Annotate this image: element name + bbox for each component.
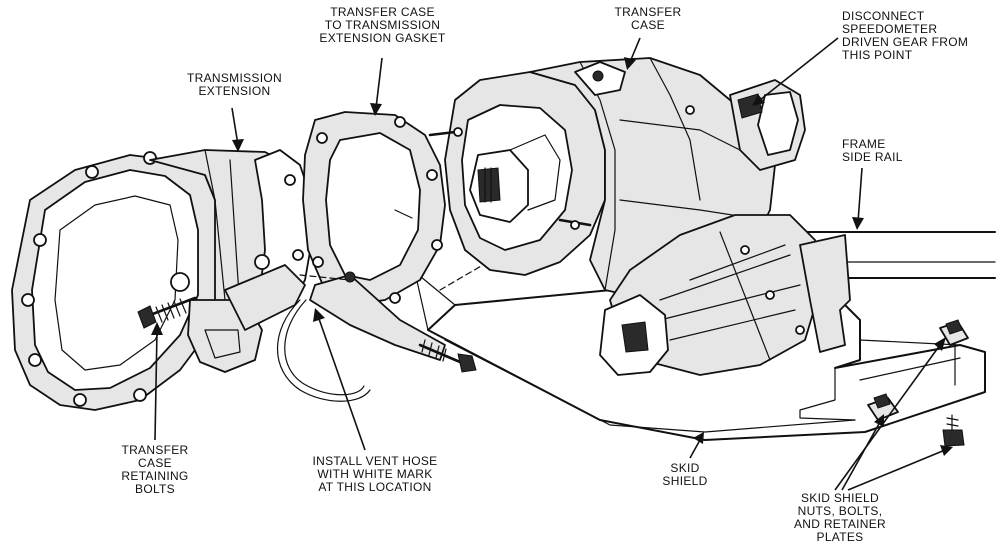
label-line: EXTENSION [198,84,271,98]
label-line: AT THIS LOCATION [318,480,432,494]
transmission-extension [11,149,313,411]
label-line: SKID [670,461,700,475]
label-line: SKID SHIELD [801,491,879,505]
vent-hose [277,271,446,402]
skid-shield-hardware [867,319,969,447]
label-line: TRANSFER [614,5,682,19]
label-line: AND RETAINER [793,517,887,531]
retaining-bolt-left [137,296,197,329]
label-line: CASE [138,456,172,470]
label-vent-hose: INSTALL VENT HOSE WITH WHITE MARK AT THI… [295,455,455,494]
label-line: THIS POINT [842,48,913,62]
transfer-case-gasket [302,111,446,306]
label-line: WITH WHITE MARK [317,467,433,481]
label-line: SIDE RAIL [842,150,903,164]
label-line: DRIVEN GEAR FROM [842,35,969,49]
label-line: TRANSFER [121,443,189,457]
label-line: TRANSMISSION [187,71,282,85]
label-gasket: TRANSFER CASE TO TRANSMISSION EXTENSION … [305,6,460,45]
label-skid-hardware: SKID SHIELD NUTS, BOLTS, AND RETAINER PL… [780,492,900,544]
label-line: TO TRANSMISSION [324,18,441,32]
label-line: PLATES [816,530,864,544]
retaining-bolt-center [418,339,477,373]
label-line: BOLTS [135,482,175,496]
label-line: TRANSFER CASE [330,5,435,19]
transfer-case [428,57,851,376]
label-line: RETAINING [121,469,189,483]
label-transfer-case: TRANSFER CASE [608,6,688,32]
label-line: FRAME [842,137,886,151]
label-skid-shield: SKID SHIELD [650,462,720,488]
label-line: NUTS, BOLTS, [797,504,883,518]
leader-lines [151,37,953,491]
label-retaining-bolts: TRANSFER CASE RETAINING BOLTS [105,444,205,496]
label-line: INSTALL VENT HOSE [312,454,438,468]
label-transmission-extension: TRANSMISSION EXTENSION [172,72,297,98]
label-frame-side-rail: FRAME SIDE RAIL [842,138,932,164]
label-line: CASE [631,18,665,32]
label-speedometer: DISCONNECT SPEEDOMETER DRIVEN GEAR FROM … [842,10,992,62]
label-line: SPEEDOMETER [842,22,938,36]
label-line: SHIELD [662,474,708,488]
label-line: DISCONNECT [842,9,925,23]
label-line: EXTENSION GASKET [319,31,446,45]
